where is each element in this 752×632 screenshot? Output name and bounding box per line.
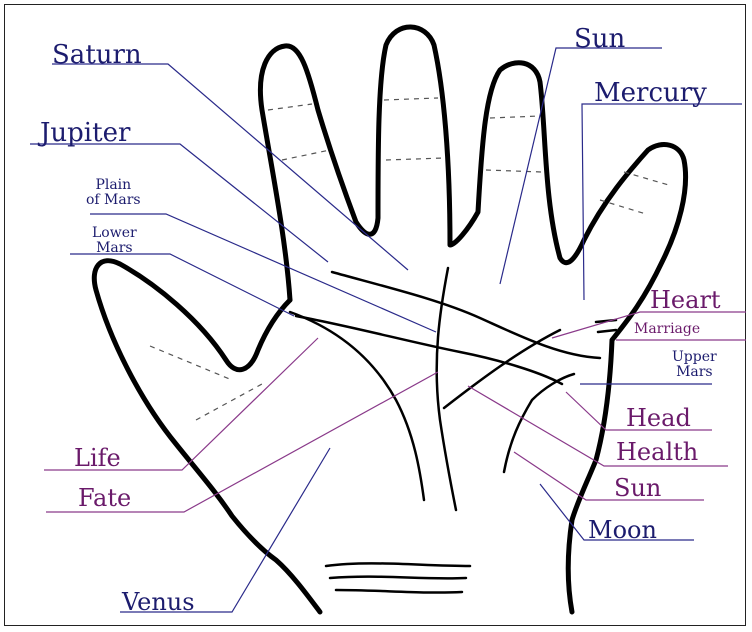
label-plain-of-mars: Plain of Mars [86, 178, 141, 208]
label-upper-mars: Upper Mars [672, 350, 717, 380]
finger-joint [386, 158, 444, 160]
label-sun-line: Sun [614, 476, 661, 500]
label-jupiter: Jupiter [40, 120, 130, 146]
label-venus: Venus [122, 590, 195, 614]
health-line [444, 330, 560, 408]
wrist-crease [336, 590, 462, 593]
label-moon: Moon [588, 518, 657, 542]
label-sun-mount: Sun [574, 26, 625, 52]
head-line [296, 316, 562, 384]
finger-joint [486, 170, 542, 172]
label-health-line: Health [616, 440, 698, 464]
label-lower-mars-line1: Lower [92, 226, 137, 241]
finger-joint [624, 172, 672, 186]
label-plain-of-mars-line2: of Mars [86, 193, 141, 208]
sun-line [504, 374, 574, 472]
thumb-outline [94, 261, 320, 612]
label-upper-mars-line2: Mars [672, 365, 717, 380]
label-saturn: Saturn [52, 42, 142, 68]
finger-joint [490, 116, 540, 118]
label-life-line: Life [74, 446, 121, 470]
label-plain-of-mars-line1: Plain [86, 178, 141, 193]
label-mercury: Mercury [594, 80, 707, 106]
label-heart-line: Heart [650, 288, 721, 312]
finger-joint [282, 150, 330, 160]
pointer-plain-of-mars [90, 214, 436, 332]
heart-line [332, 272, 600, 358]
label-marriage-line: Marriage [634, 322, 700, 336]
label-lower-mars: Lower Mars [92, 226, 137, 256]
finger-joint [384, 98, 438, 100]
finger-joint [268, 104, 312, 110]
wrist-crease [330, 577, 466, 579]
label-lower-mars-line2: Mars [92, 241, 137, 256]
label-upper-mars-line1: Upper [672, 350, 717, 365]
label-head-line: Head [626, 406, 691, 430]
label-fate-line: Fate [78, 486, 131, 510]
wrist-crease [326, 563, 470, 566]
